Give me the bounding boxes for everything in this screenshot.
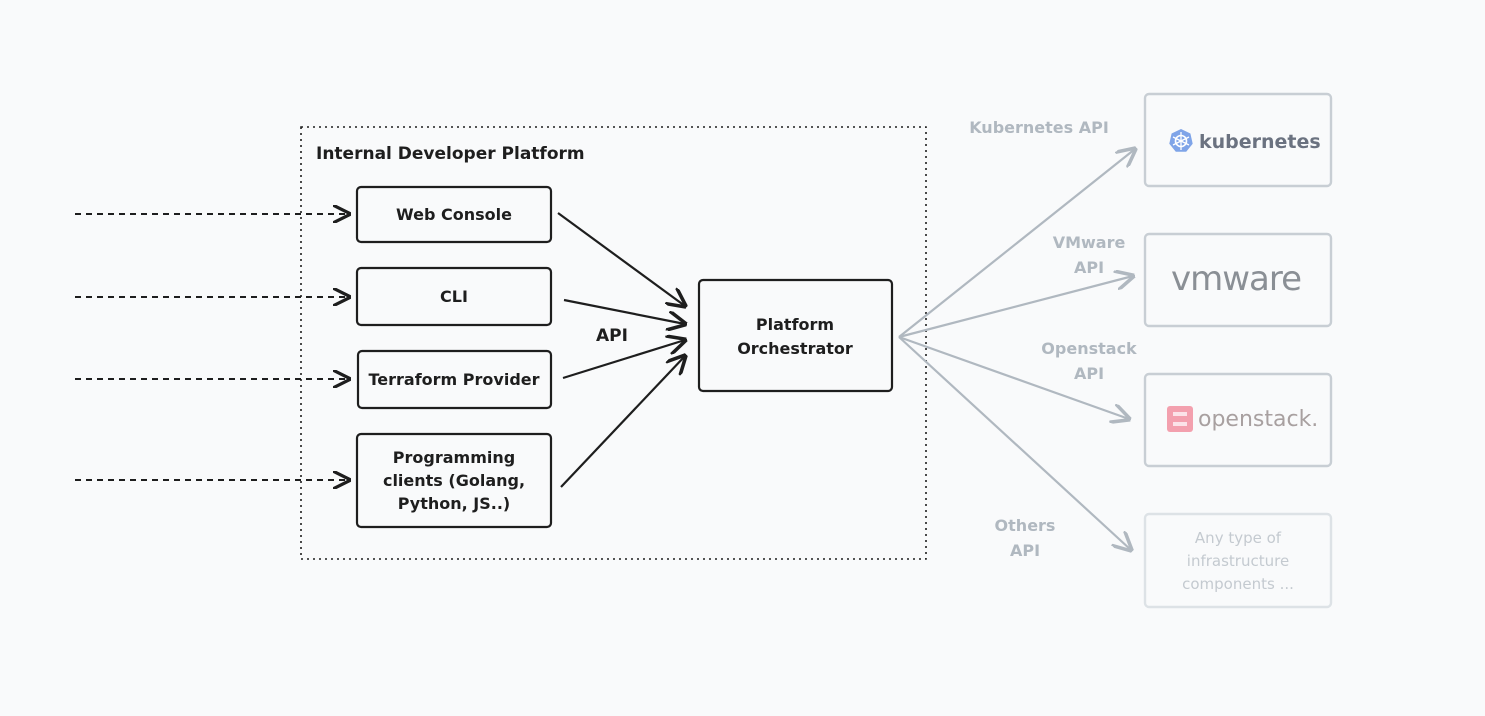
platform-frame — [300, 126, 927, 560]
api-label-others-line2: API — [1010, 541, 1040, 560]
svg-text:Any type of: Any type of — [1195, 529, 1282, 547]
platform-orchestrator-box: Platform Orchestrator — [697, 278, 894, 393]
svg-text:Orchestrator: Orchestrator — [737, 339, 853, 358]
api-label-kubernetes: Kubernetes API — [969, 118, 1109, 137]
outgoing-arrow-openstack — [898, 335, 1129, 419]
api-label: API — [596, 326, 628, 346]
svg-text:Programming: Programming — [393, 448, 515, 467]
api-arrow-cli — [563, 298, 685, 324]
outgoing-arrow-kubernetes — [898, 149, 1135, 338]
api-arrow-web-console — [557, 212, 685, 306]
client-box-programming-clients: Programming clients (Golang, Python, JS.… — [355, 432, 553, 529]
api-label-others-line1: Others — [995, 516, 1056, 535]
svg-text:clients (Golang,: clients (Golang, — [383, 471, 525, 490]
outgoing-arrow-vmware — [898, 276, 1133, 339]
svg-text:components ...: components ... — [1182, 575, 1294, 593]
api-label-openstack-line1: Openstack — [1041, 339, 1137, 358]
platform-frame-title: Internal Developer Platform — [316, 144, 585, 164]
target-box-kubernetes: kubernetes — [1143, 92, 1333, 188]
svg-text:infrastructure: infrastructure — [1187, 552, 1289, 570]
api-arrow-programming-clients — [560, 356, 685, 488]
openstack-logo-text: openstack. — [1198, 407, 1318, 432]
api-arrow-terraform — [562, 340, 685, 380]
vmware-logo-text: vmware — [1171, 259, 1301, 299]
svg-text:Terraform Provider: Terraform Provider — [368, 370, 539, 389]
client-box-cli: CLI — [355, 266, 553, 327]
svg-text:CLI: CLI — [440, 287, 468, 306]
api-label-vmware-line1: VMware — [1053, 233, 1126, 252]
api-label-vmware-line2: API — [1074, 258, 1104, 277]
svg-text:Web Console: Web Console — [396, 205, 512, 224]
client-box-terraform-provider: Terraform Provider — [356, 349, 553, 410]
target-box-other-infrastructure: Any type of infrastructure components ..… — [1143, 512, 1333, 609]
openstack-icon — [1167, 406, 1193, 432]
target-box-openstack: openstack. — [1143, 372, 1333, 468]
svg-text:Python, JS..): Python, JS..) — [398, 494, 510, 513]
kubernetes-logo-text: kubernetes — [1199, 131, 1321, 153]
target-box-vmware: vmware — [1143, 232, 1333, 328]
kubernetes-helm-icon — [1169, 129, 1193, 152]
client-box-web-console: Web Console — [355, 185, 553, 244]
api-label-openstack-line2: API — [1074, 364, 1104, 383]
outgoing-arrow-others — [898, 336, 1131, 550]
svg-text:Platform: Platform — [756, 315, 834, 334]
